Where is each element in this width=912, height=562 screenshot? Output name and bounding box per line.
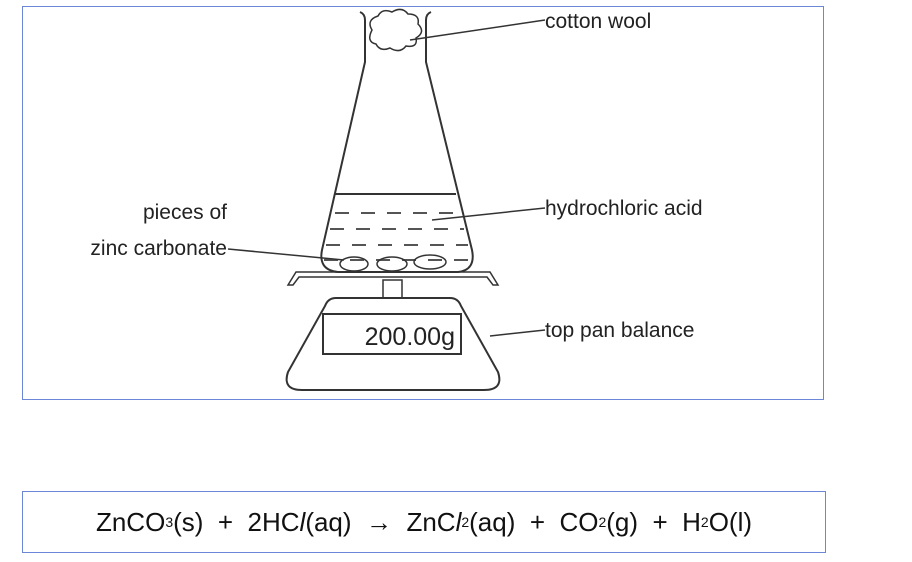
eq-part: (aq) → ZnC <box>305 506 456 537</box>
eq-part: O(l) <box>708 506 753 537</box>
zinc-carbonate-pieces <box>339 254 447 272</box>
label-cotton-wool: cotton wool <box>545 10 651 33</box>
eq-sub: 3 <box>165 514 174 530</box>
apparatus-diagram: cotton wool hydrochloric acid pieces of … <box>90 8 703 391</box>
label-top-pan-balance: top pan balance <box>545 319 694 342</box>
eq-part: l <box>299 506 306 537</box>
eq-part: ZnCO <box>95 506 166 537</box>
eq-sub: 2 <box>700 514 709 530</box>
label-zinc-carbonate: zinc carbonate <box>90 237 227 260</box>
eq-part: (s) + 2HC <box>173 506 300 537</box>
eq-sub: 2 <box>598 514 607 530</box>
eq-part: l <box>455 506 462 537</box>
eq-sub: 2 <box>461 514 470 530</box>
top-pan-balance <box>285 297 501 391</box>
balance-pan <box>286 271 500 286</box>
balance-reading: 200.00g <box>365 323 455 351</box>
cotton-wool-icon <box>369 8 423 52</box>
apparatus-diagram-frame <box>22 6 824 400</box>
eq-part: (g) + H <box>606 506 701 537</box>
label-pieces-of: pieces of <box>143 201 227 224</box>
eq-part: (aq) + CO <box>469 506 599 537</box>
balance-display <box>322 313 462 355</box>
label-hydrochloric-acid: hydrochloric acid <box>545 197 703 220</box>
